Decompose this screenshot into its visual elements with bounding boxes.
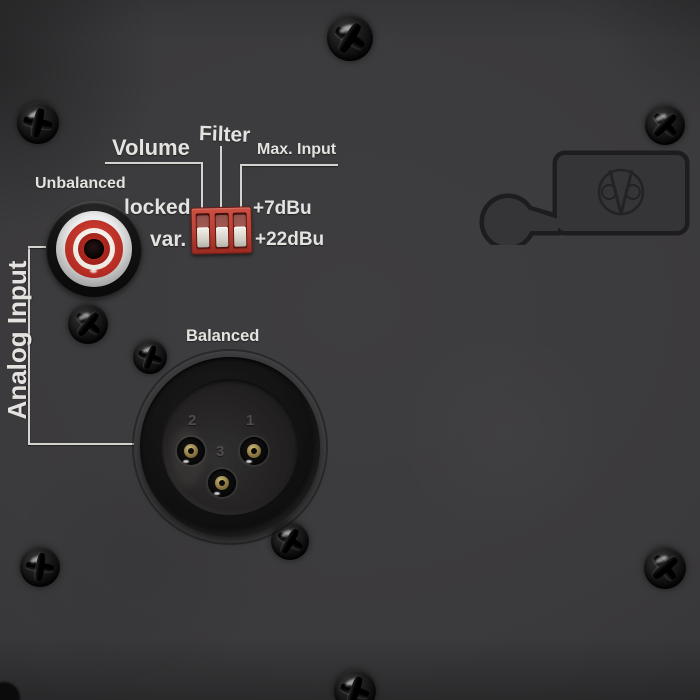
locked-label: locked (124, 196, 191, 219)
analog-input-label: Analog Input (2, 260, 32, 420)
plus-7dbu-label: +7dBu (253, 198, 312, 219)
screw-icon (17, 102, 59, 144)
screw-icon (20, 547, 60, 587)
dip-switch-2-slider[interactable] (215, 226, 228, 248)
analog-input-bracket (28, 246, 55, 248)
filter-label: Filter (198, 122, 251, 147)
xlr-pin-socket-2 (177, 437, 205, 465)
dip-switch-block (190, 206, 253, 255)
analog-input-bracket (28, 246, 30, 445)
filter-guide-line (220, 146, 222, 208)
screw-icon (334, 670, 376, 700)
brand-badge (479, 150, 690, 245)
screw-icon (68, 304, 108, 344)
volume-guide-line (105, 162, 203, 164)
panel-shadow (0, 682, 20, 700)
xlr-panel-groove (132, 349, 328, 545)
dip-switch-2[interactable] (214, 212, 229, 250)
screw-icon (133, 340, 167, 374)
rca-reflection (90, 269, 97, 273)
screw-icon (644, 547, 686, 589)
xlr-balanced-connector: 2 1 3 (132, 349, 328, 545)
analog-input-bracket (28, 443, 134, 445)
unbalanced-label: Unbalanced (35, 175, 126, 192)
max-input-guide-line (240, 164, 338, 166)
volume-label: Volume (112, 135, 190, 160)
screw-icon (645, 105, 685, 145)
max-input-label: Max. Input (257, 141, 337, 158)
volume-guide-line (201, 162, 203, 208)
xlr-pin3-number: 3 (216, 443, 225, 460)
rca-unbalanced-connector (46, 201, 142, 297)
dip-switch-1-slider[interactable] (196, 227, 210, 248)
dip-switch-1[interactable] (195, 213, 211, 250)
dip-switch-3-slider[interactable] (233, 226, 247, 247)
var-label: var. (150, 228, 187, 251)
xlr-pin2-number: 2 (188, 412, 197, 429)
xlr-pin-socket-3 (208, 469, 236, 497)
eve-audio-logo-icon (597, 168, 645, 216)
balanced-label: Balanced (186, 327, 260, 345)
rca-center-hole (84, 239, 104, 259)
plus-22dbu-label: +22dBu (255, 229, 325, 250)
screw-icon (327, 15, 373, 61)
dip-switch-3[interactable] (232, 212, 248, 249)
xlr-pin1-number: 1 (246, 412, 255, 429)
xlr-pin-socket-1 (240, 437, 268, 465)
max-input-guide-line (240, 164, 242, 208)
